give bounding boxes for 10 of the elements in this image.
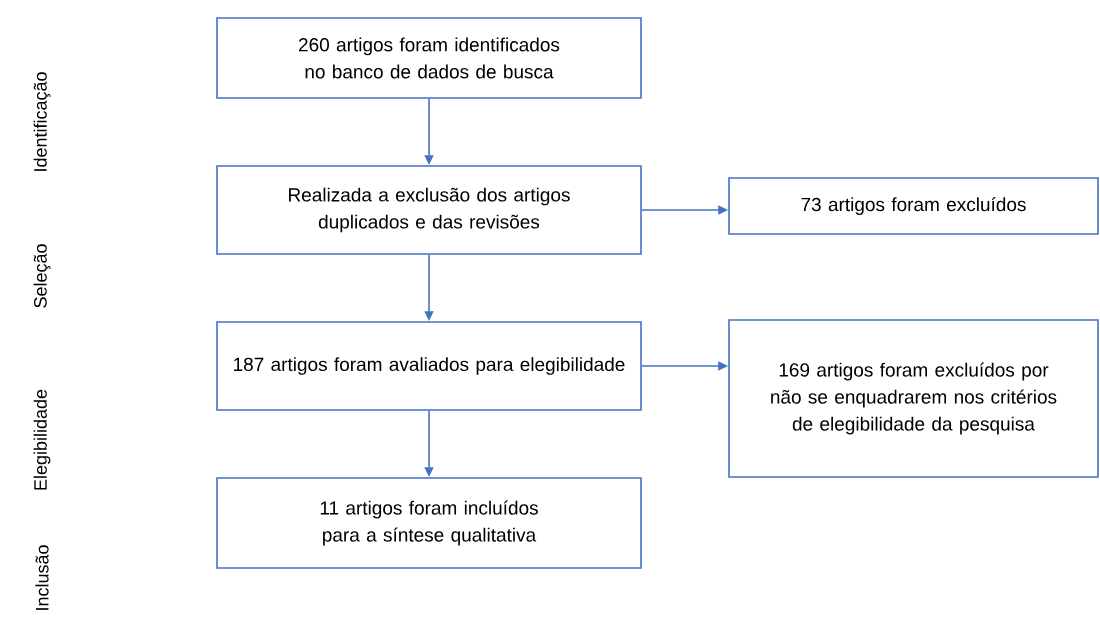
- process-box: Realizada a exclusão dos artigos duplicados e das revisões: [216, 165, 642, 255]
- process-box: 73 artigos foram excluídos: [728, 177, 1099, 235]
- process-box: 11 artigos foram incluídos para a síntese qualitativa: [216, 477, 642, 569]
- process-box: 187 artigos foram avaliados para elegibilidade: [216, 321, 642, 411]
- stage-label: Seleção: [33, 244, 51, 308]
- process-box: 260 artigos foram identificados no banco de dados de busca: [216, 17, 642, 99]
- stage-label: Elegibilidade: [33, 389, 51, 490]
- stage-label: Identificação: [33, 72, 51, 171]
- process-box: 169 artigos foram excluídos por não se enquadrarem nos critérios de elegibilidade da pesquisa: [728, 319, 1099, 478]
- stage-label: Inclusão: [35, 545, 49, 610]
